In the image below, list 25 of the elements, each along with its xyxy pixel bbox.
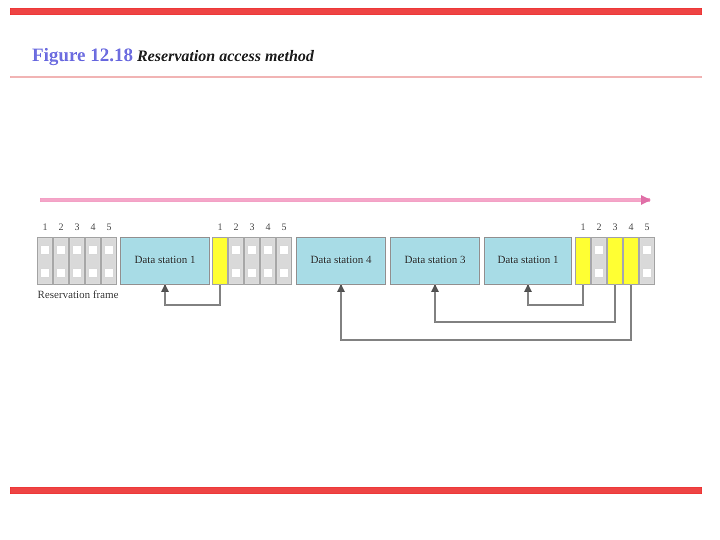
title: Figure 12.18 Reservation access method (32, 44, 314, 68)
slot-number: 1 (580, 222, 586, 234)
slot-number: 4 (266, 222, 270, 234)
slot-number: 5 (282, 222, 286, 234)
data-frame-box: Data station 3 (390, 237, 480, 285)
slot-number: 2 (596, 222, 602, 234)
connector-arrow (524, 284, 584, 306)
connector-arrow (431, 284, 616, 323)
slot-number: 5 (644, 222, 650, 234)
connector-arrow (161, 284, 221, 306)
data-frame-box: Data station 1 (484, 237, 572, 285)
slot-number: 4 (90, 222, 96, 234)
slot-number: 3 (250, 222, 254, 234)
frame-label: Reservation frame (36, 289, 120, 303)
connector-arrow (337, 284, 632, 341)
slot-number: 1 (42, 222, 48, 234)
slot-number: 3 (612, 222, 618, 234)
slot-number: 2 (58, 222, 64, 234)
slot-number: 4 (628, 222, 634, 234)
data-frame-box: Data station 1 (120, 237, 210, 285)
slot-number: 3 (74, 222, 80, 234)
slot-number: 1 (218, 222, 222, 234)
data-frame-box: Data station 4 (296, 237, 386, 285)
slot-number: 5 (106, 222, 112, 234)
slot-number: 2 (234, 222, 238, 234)
